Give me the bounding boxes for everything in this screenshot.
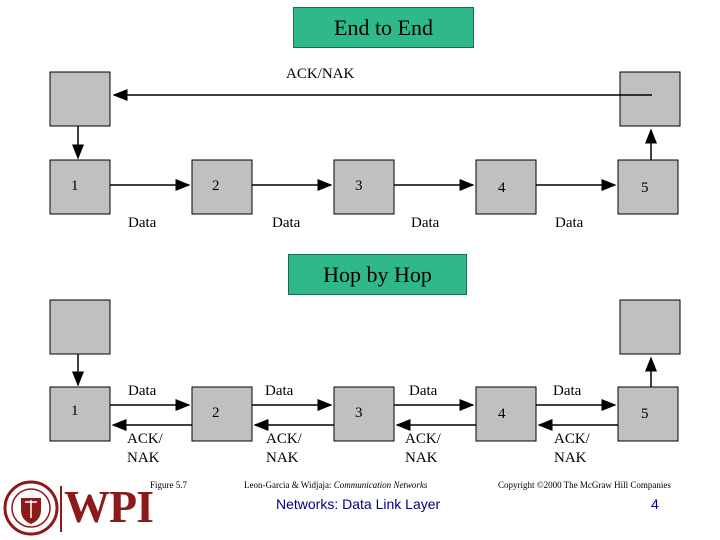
hop-by-hop-title: Hop by Hop — [288, 254, 467, 295]
authors-caption: Leon-Garcia & Widjaja: Communication Net… — [244, 480, 427, 490]
top-node-2-label: 2 — [212, 178, 220, 194]
copyright-caption: Copyright ©2000 The McGraw Hill Companie… — [498, 480, 671, 490]
bottom-ack-label-3: ACK/ NAK — [405, 430, 441, 468]
top-node-3-box — [333, 159, 395, 215]
bottom-ack-label-2-line1: ACK/ — [266, 431, 302, 447]
bottom-data-label-1: Data — [128, 383, 157, 399]
bottom-node-1-label: 1 — [71, 403, 79, 419]
top-end-host-left — [49, 71, 111, 127]
bottom-ack-label-3-line1: ACK/ — [405, 431, 441, 447]
top-node-2-box — [191, 159, 253, 215]
bottom-ack-label-1: ACK/ NAK — [127, 430, 163, 468]
figure-caption: Figure 5.7 — [150, 480, 187, 490]
bottom-ack-label-2: ACK/ NAK — [266, 430, 302, 468]
bottom-node-1-box — [49, 386, 111, 442]
top-data-label-1: Data — [128, 215, 157, 231]
top-end-host-right — [619, 71, 681, 127]
top-node-4-label: 4 — [498, 180, 506, 196]
bottom-end-host-left — [49, 299, 111, 355]
bottom-ack-label-1-line2: NAK — [127, 450, 160, 466]
book-title: Communication Networks — [333, 480, 428, 490]
course-title: Networks: Data Link Layer — [276, 496, 441, 512]
page-number: 4 — [651, 496, 659, 512]
top-ack-label: ACK/NAK — [286, 66, 355, 82]
bottom-node-3-label: 3 — [355, 405, 363, 421]
bottom-node-5-box — [617, 386, 679, 442]
bottom-ack-label-4-line2: NAK — [554, 450, 587, 466]
bottom-ack-label-2-line2: NAK — [266, 450, 299, 466]
wpi-seal-icon — [3, 480, 59, 536]
top-node-5-box — [617, 159, 679, 215]
top-node-4-box — [475, 159, 537, 215]
bottom-data-label-4: Data — [553, 383, 582, 399]
bottom-ack-label-1-line1: ACK/ — [127, 431, 163, 447]
authors-prefix: Leon-Garcia & Widjaja: — [244, 480, 334, 490]
bottom-node-2-label: 2 — [212, 405, 220, 421]
bottom-node-5-label: 5 — [641, 406, 649, 422]
top-data-label-2: Data — [272, 215, 301, 231]
top-node-1-label: 1 — [71, 178, 79, 194]
bottom-end-host-right — [619, 299, 681, 355]
bottom-data-label-3: Data — [409, 383, 438, 399]
bottom-node-3-box — [333, 386, 395, 442]
top-data-label-3: Data — [411, 215, 440, 231]
top-node-3-label: 3 — [355, 178, 363, 194]
end-to-end-title: End to End — [293, 7, 474, 48]
bottom-ack-label-4-line1: ACK/ — [554, 431, 590, 447]
bottom-data-label-2: Data — [265, 383, 294, 399]
top-node-5-label: 5 — [641, 180, 649, 196]
top-data-label-4: Data — [555, 215, 584, 231]
bottom-node-4-box — [475, 386, 537, 442]
bottom-ack-label-3-line2: NAK — [405, 450, 438, 466]
bottom-node-4-label: 4 — [498, 406, 506, 422]
bottom-node-2-box — [191, 386, 253, 442]
wpi-logo-text: WPI — [64, 481, 154, 532]
top-node-1-box — [49, 159, 111, 215]
bottom-ack-label-4: ACK/ NAK — [554, 430, 590, 468]
